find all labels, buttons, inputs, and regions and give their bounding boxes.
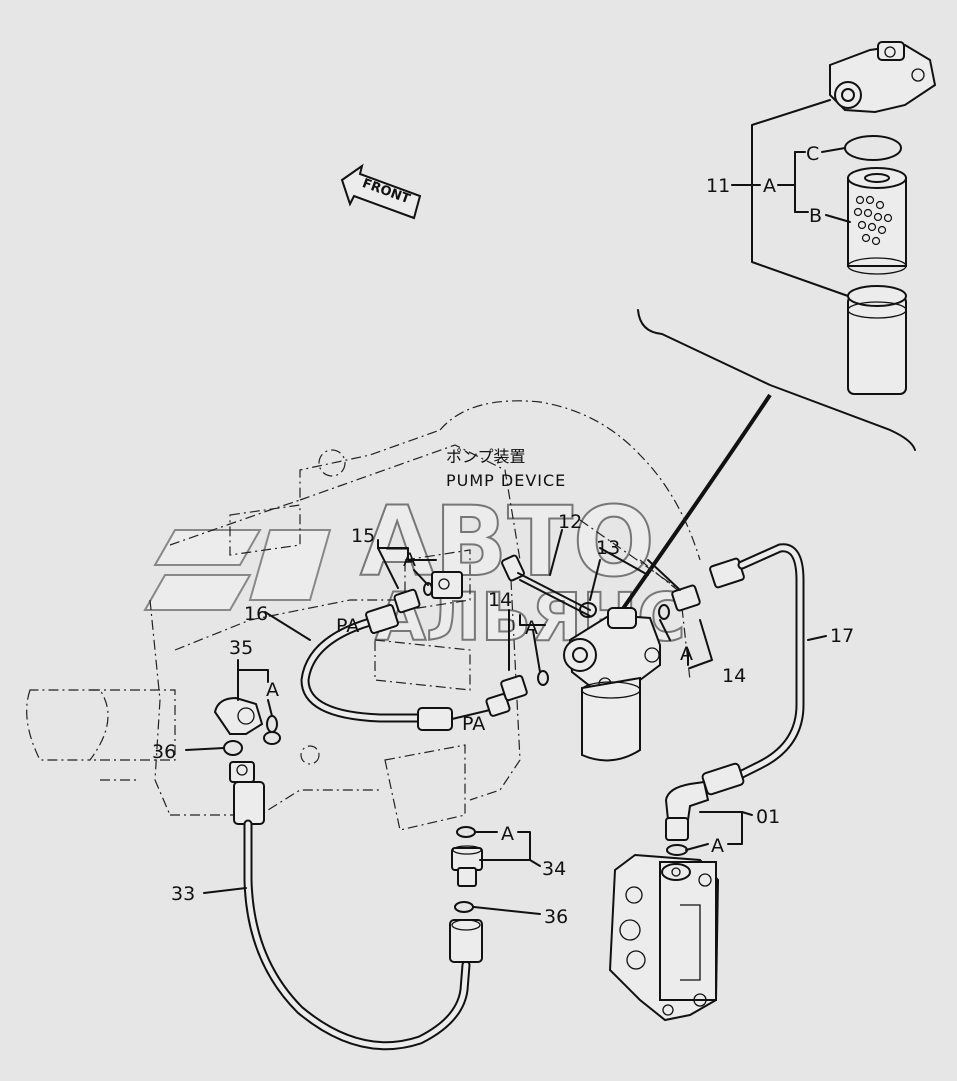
callout-14-left: 14 [488,589,512,611]
label-a-34: A [501,823,514,845]
label-a-14-right: A [680,643,693,665]
hose-16 [300,603,511,731]
watermark-line1: АВТО [360,486,655,598]
fitting-15 [393,571,463,614]
callout-01: 01 [756,806,780,828]
bolt-12 [501,554,591,617]
label-pa-lower: PA [462,713,485,735]
callout-17: 17 [830,625,854,647]
washer-36-right [454,901,474,913]
hose-33 [229,761,483,1051]
o-ring-c [844,135,902,161]
callout-33: 33 [171,883,195,905]
filter-head-part [829,41,937,114]
front-arrow-icon: FRONT [340,163,422,220]
washer-36-left [223,740,243,756]
filter-case-part [847,285,907,395]
watermark-logo-icon [143,529,332,611]
device-title-jp: ポンプ装置 [446,447,526,466]
fitting-34 [451,826,483,887]
callout-35: 35 [229,637,253,659]
callout-15: 15 [351,525,375,547]
label-c-11: C [806,143,819,165]
hose-17 [701,543,805,796]
callout-36-right: 36 [544,906,568,928]
callout-14-right: 14 [722,665,746,687]
label-a-11: A [763,175,776,197]
filter-element-b [847,167,907,275]
callout-12: 12 [558,511,582,533]
fitting-14-left [500,670,549,702]
callout-16: 16 [244,603,268,625]
washer-13 [579,602,597,618]
label-pa-upper: PA [336,615,359,637]
label-a-15: A [403,549,416,571]
callout-34: 34 [542,858,566,880]
label-a-14: A [525,617,538,639]
label-b-11: B [809,205,822,227]
elbow-01 [664,780,710,856]
callout-11: 11 [706,175,730,197]
fitting-14-right [658,557,745,620]
gear-pump-part [608,853,720,1022]
label-a-01: A [711,835,724,857]
device-title-en: PUMP DEVICE [446,471,566,490]
inset-frame [637,309,916,451]
line-filter-part [563,607,661,762]
label-a-35: A [266,679,279,701]
callout-36-left: 36 [152,741,176,763]
bracket-11 [751,99,849,297]
leader-lines [185,529,827,915]
callout-13: 13 [596,537,620,559]
inset-pointer [620,393,772,612]
